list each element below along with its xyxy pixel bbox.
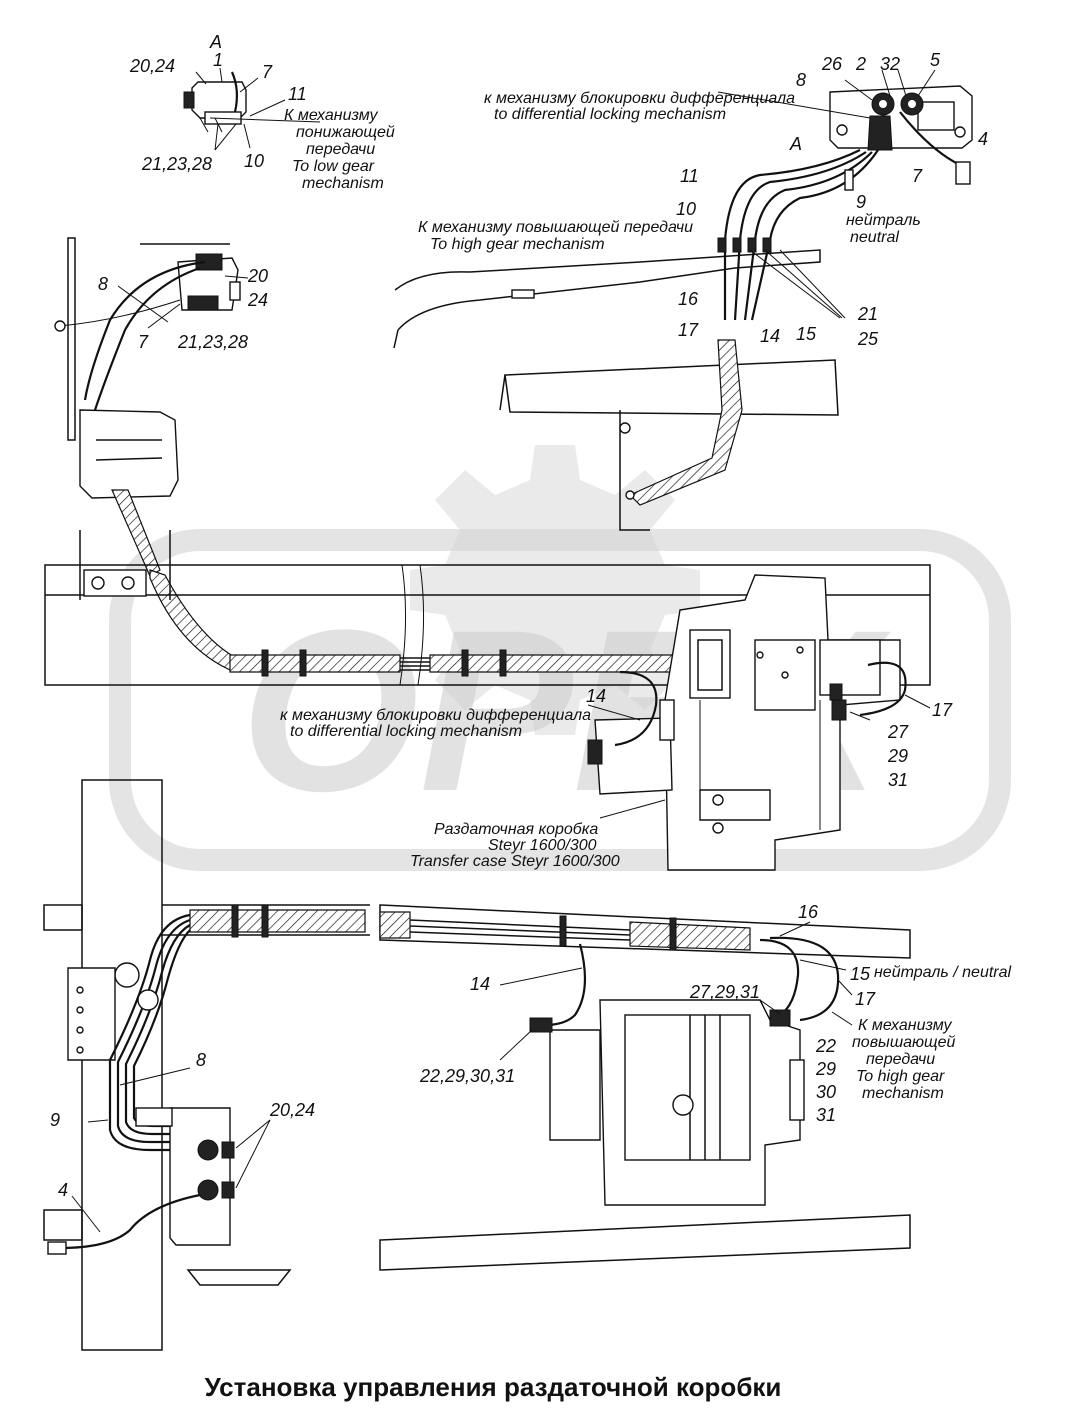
lower-left-assembly [43, 779, 370, 1351]
label-tc-ru-1: Раздаточная коробка [434, 821, 598, 838]
top-right-assembly [393, 69, 973, 531]
callout-22-29-30-31: 22,29,30,31 [419, 1066, 515, 1086]
callout-4-b: 4 [58, 1180, 68, 1200]
callout-14-a: 14 [760, 326, 780, 346]
callout-7-b: 7 [912, 166, 923, 186]
label-diff-lock-en-mid: to differential locking mechanism [290, 723, 522, 740]
label-low-gear-en-2: mechanism [302, 175, 384, 192]
callout-21: 21 [857, 304, 878, 324]
callout-20-a: 20 [247, 266, 268, 286]
label-diff-lock-ru-mid: к механизму блокировки дифференциала [280, 707, 591, 724]
callout-32: 32 [880, 54, 900, 74]
diagram-title: Установка управления раздаточной коробки [205, 1372, 782, 1402]
callout-17-c: 17 [855, 989, 876, 1009]
callout-24-a: 24 [247, 290, 268, 310]
label-neutral-both: нейтраль / neutral [874, 964, 1012, 981]
callout-1: 1 [213, 50, 223, 70]
callout-30: 30 [816, 1082, 836, 1102]
label-tc-en: Transfer case Steyr 1600/300 [410, 853, 620, 870]
callout-15-a: 15 [796, 324, 817, 344]
label-neutral-en: neutral [850, 229, 899, 246]
label-low-gear-ru-2: понижающей [296, 124, 395, 141]
callout-16-b: 16 [798, 902, 819, 922]
callout-20-24-b: 20,24 [269, 1100, 315, 1120]
label-high-en-2: mechanism [862, 1085, 944, 1102]
callout-31: 31 [888, 770, 908, 790]
callout-8-b: 8 [98, 274, 108, 294]
callout-14-b: 14 [586, 686, 606, 706]
label-low-gear-en-1: To low gear [292, 158, 375, 175]
callout-22: 22 [815, 1036, 836, 1056]
callout-2: 2 [855, 54, 866, 74]
label-low-gear-ru-1: К механизму [284, 107, 379, 124]
view-a-letter: A [209, 32, 222, 52]
callout-11-a: 11 [288, 84, 307, 104]
label-diff-lock-ru-top: к механизму блокировки дифференциала [484, 90, 795, 107]
callout-25: 25 [857, 329, 879, 349]
callout-29-b: 29 [815, 1059, 836, 1079]
callout-14-c: 14 [470, 974, 490, 994]
callout-7-a: 7 [262, 62, 273, 82]
label-neutral-ru: нейтраль [846, 212, 921, 229]
callout-10-a: 10 [244, 151, 264, 171]
callout-21-23-28-b: 21,23,28 [177, 332, 248, 352]
label-high-ru-2: повышающей [852, 1034, 956, 1051]
label-high-ru-3: передачи [866, 1051, 935, 1068]
label-diff-lock-en-top: to differential locking mechanism [494, 106, 726, 123]
callout-5: 5 [930, 50, 941, 70]
label-high-ru-1: К механизму [858, 1017, 953, 1034]
callout-17-b: 17 [932, 700, 953, 720]
callout-27-29-31: 27,29,31 [689, 982, 760, 1002]
callout-20-24-a: 20,24 [129, 56, 175, 76]
label-high-gear-en-top: To high gear mechanism [430, 236, 605, 253]
callout-15-b: 15 [850, 964, 871, 984]
callout-9-a: 9 [856, 192, 866, 212]
callout-26: 26 [821, 54, 843, 74]
callout-31-b: 31 [816, 1105, 836, 1125]
view-a-detail [183, 67, 321, 151]
label-tc-ru-2: Steyr 1600/300 [488, 837, 597, 854]
left-upper-assembly [54, 237, 249, 673]
callout-7-c: 7 [138, 332, 149, 352]
callout-8-c: 8 [196, 1050, 206, 1070]
callout-9-b: 9 [50, 1110, 60, 1130]
callout-11-b: 11 [680, 166, 699, 186]
label-high-gear-ru-top: К механизму повышающей передачи [418, 219, 693, 236]
lower-right-assembly [379, 904, 911, 1271]
callout-17-a: 17 [678, 320, 699, 340]
label-high-en-1: To high gear [856, 1068, 945, 1085]
callout-8-a: 8 [796, 70, 806, 90]
callout-10-b: 10 [676, 199, 696, 219]
middle-assembly [44, 530, 931, 871]
label-low-gear-ru-3: передачи [306, 141, 375, 158]
callout-4-a: 4 [978, 129, 988, 149]
view-a-arrow-letter: A [789, 134, 802, 154]
callout-16-a: 16 [678, 289, 699, 309]
callout-21-23-28-a: 21,23,28 [141, 154, 212, 174]
callout-29: 29 [887, 746, 908, 766]
callout-27: 27 [887, 722, 909, 742]
